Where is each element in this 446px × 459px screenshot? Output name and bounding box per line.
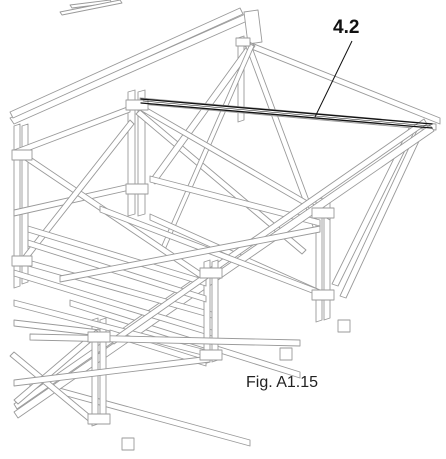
mid-bay-rail [59, 225, 321, 283]
top-rail-near [13, 118, 428, 410]
clamp [311, 289, 335, 301]
clamp [199, 349, 223, 361]
upper-diagonal [59, 0, 123, 16]
vertical-post [21, 123, 29, 285]
lower-rail [13, 355, 211, 387]
top-rail-near [13, 124, 435, 419]
clamp [235, 37, 251, 47]
clamp [11, 149, 33, 161]
clamp [87, 331, 111, 343]
top-rail-far [9, 7, 244, 119]
clamp [11, 255, 33, 267]
clamp [125, 99, 149, 111]
ground-board [29, 379, 251, 447]
callout-label: 4.2 [333, 17, 360, 38]
callout-leader-line [314, 40, 353, 118]
clamp [311, 207, 335, 219]
clamp [87, 413, 111, 425]
base-block [337, 319, 351, 333]
rail-back [243, 9, 263, 45]
vertical-post [13, 123, 21, 289]
figure-caption: Fig. A1.15 [246, 374, 319, 391]
frame-members [9, 0, 441, 451]
clamp [199, 267, 223, 279]
highlighted-member-4-2 [140, 98, 433, 129]
clamp [125, 183, 149, 195]
base-block [279, 347, 293, 361]
base-block [121, 437, 135, 451]
